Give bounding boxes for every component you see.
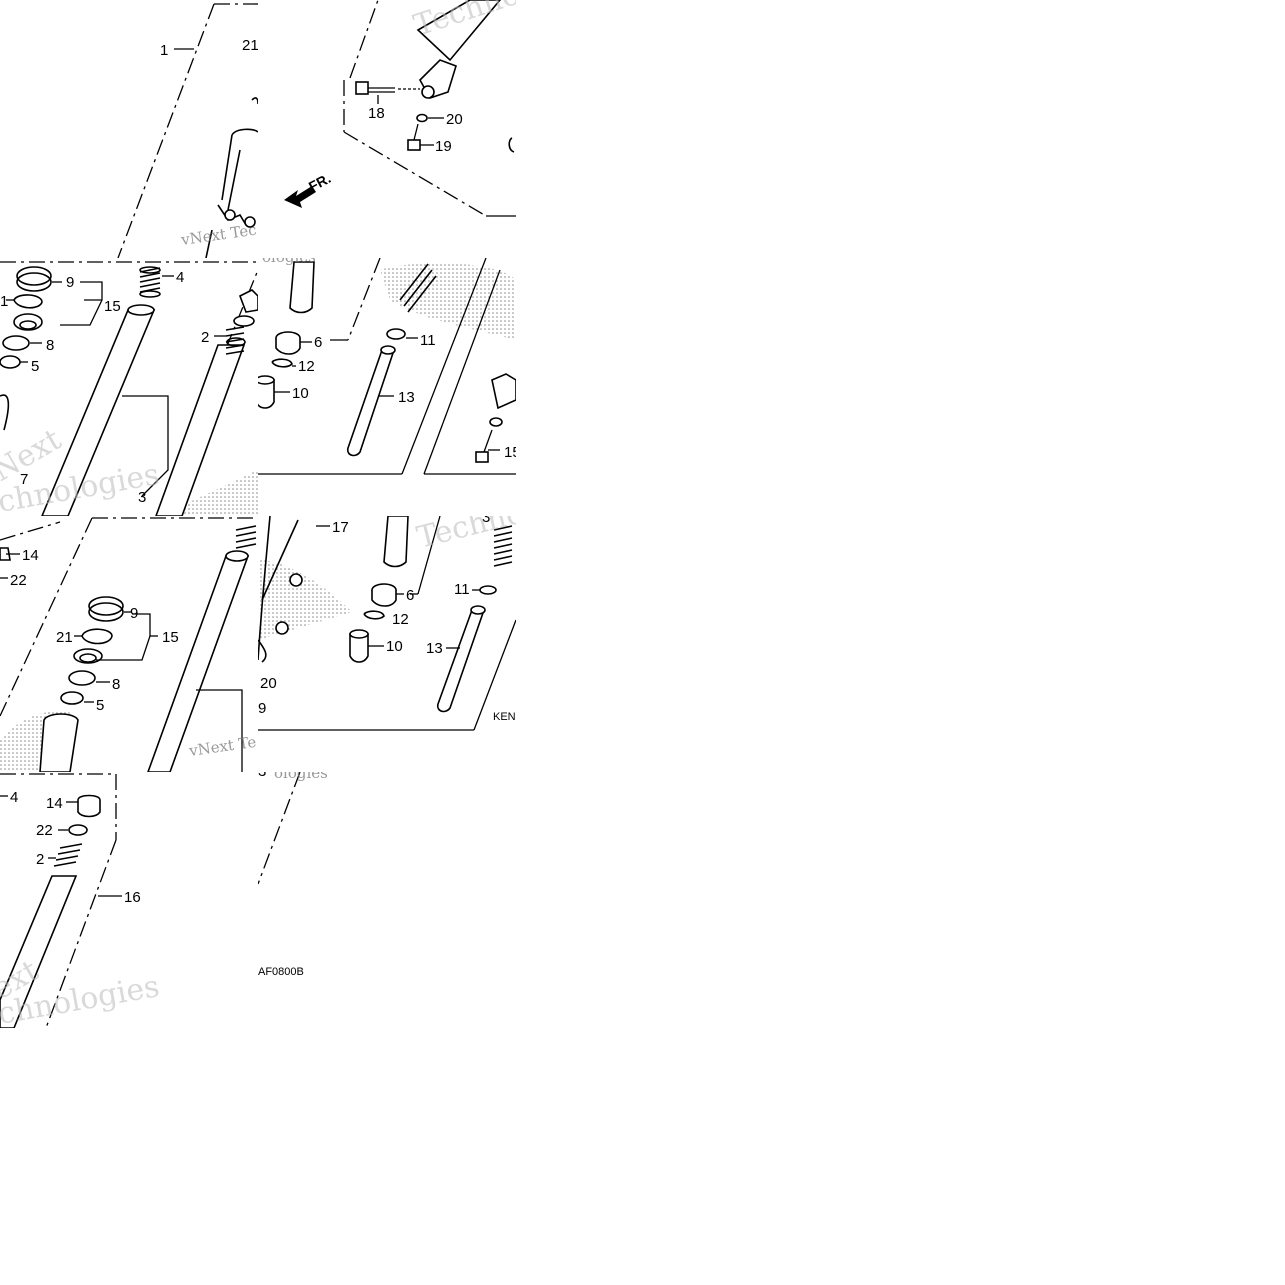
callout-label: 6 [314,334,322,351]
callout-label: 4 [176,269,184,286]
callout-label: 22 [36,822,53,839]
tile-fork-cap: 4 14 22 2 16 ext chnologies [0,773,162,1028]
callout-label: 13 [426,640,443,657]
callout-label: 21 [56,629,73,646]
callout-label: 1 [160,42,168,59]
callout-label: 15 [162,629,179,646]
callout-label: 3 [258,763,266,780]
watermark-text: ologies [274,764,328,782]
callout-label: 1 [0,293,8,310]
callout-label: 10 [386,638,403,655]
callout-label: 2 [36,851,44,868]
callout-label: 10 [292,385,309,402]
spring-4 [139,266,161,298]
callout-label: 17 [332,519,349,536]
callout-label: 20 [446,111,463,128]
callout-label: 4 [10,789,18,806]
callout-label: 2 [201,329,209,346]
callout-label: 8 [112,676,120,693]
tile-fork-top-left: 1 21 vNext Tec [117,3,259,258]
callout-label: 19 [435,138,452,155]
tile-fork-clamp: FR. 18 20 19 Techno [284,0,516,217]
callout-label: 16 [124,889,141,906]
diagram-code: AF0800B [258,966,304,978]
tile-damper-parts-repeat: 17 3 6 11 12 10 13 20 9 KEN Techno [258,495,527,731]
callout-label: 5 [31,358,39,375]
callout-label: 22 [10,572,27,589]
callout-label: 18 [368,105,385,122]
watermark-text: vNext Tec [179,221,258,250]
callout-label: 7 [20,471,28,488]
watermark-text: Techno [413,495,527,555]
tile-damper-parts: 6 12 10 11 13 15 ologies [258,248,521,475]
tile-fork-seals: 9 15 4 1 8 5 2 3 7 Next chnologies [0,261,258,516]
callout-label: 15 [504,444,521,461]
callout-label: 11 [420,332,436,349]
callout-label: 12 [392,611,409,628]
tile-fork-seals-repeat: 14 22 9 21 15 8 5 vNext Te [0,517,258,772]
callout-label: 14 [46,795,63,812]
callout-label: 3 [138,489,146,506]
callout-label: 9 [258,700,266,717]
callout-label: 8 [46,337,54,354]
callout-label: 20 [260,675,277,692]
tile-diagram-code: 3 ologies AF0800B [258,763,328,978]
callout-label: 11 [454,581,470,598]
callout-label: 6 [406,587,414,604]
callout-label: 12 [298,358,315,375]
callout-label: 15 [104,298,121,315]
callout-label: 13 [398,389,415,406]
callout-label: 9 [66,274,74,291]
watermark-text: vNext Te [187,733,257,760]
diagram-code: KEN [493,711,516,723]
callout-label: 14 [22,547,39,564]
callout-label: 5 [96,697,104,714]
callout-label: 3 [482,509,490,526]
callout-label: 9 [130,605,138,622]
watermark-text: ologies [262,248,316,266]
callout-label: 21 [242,37,259,54]
